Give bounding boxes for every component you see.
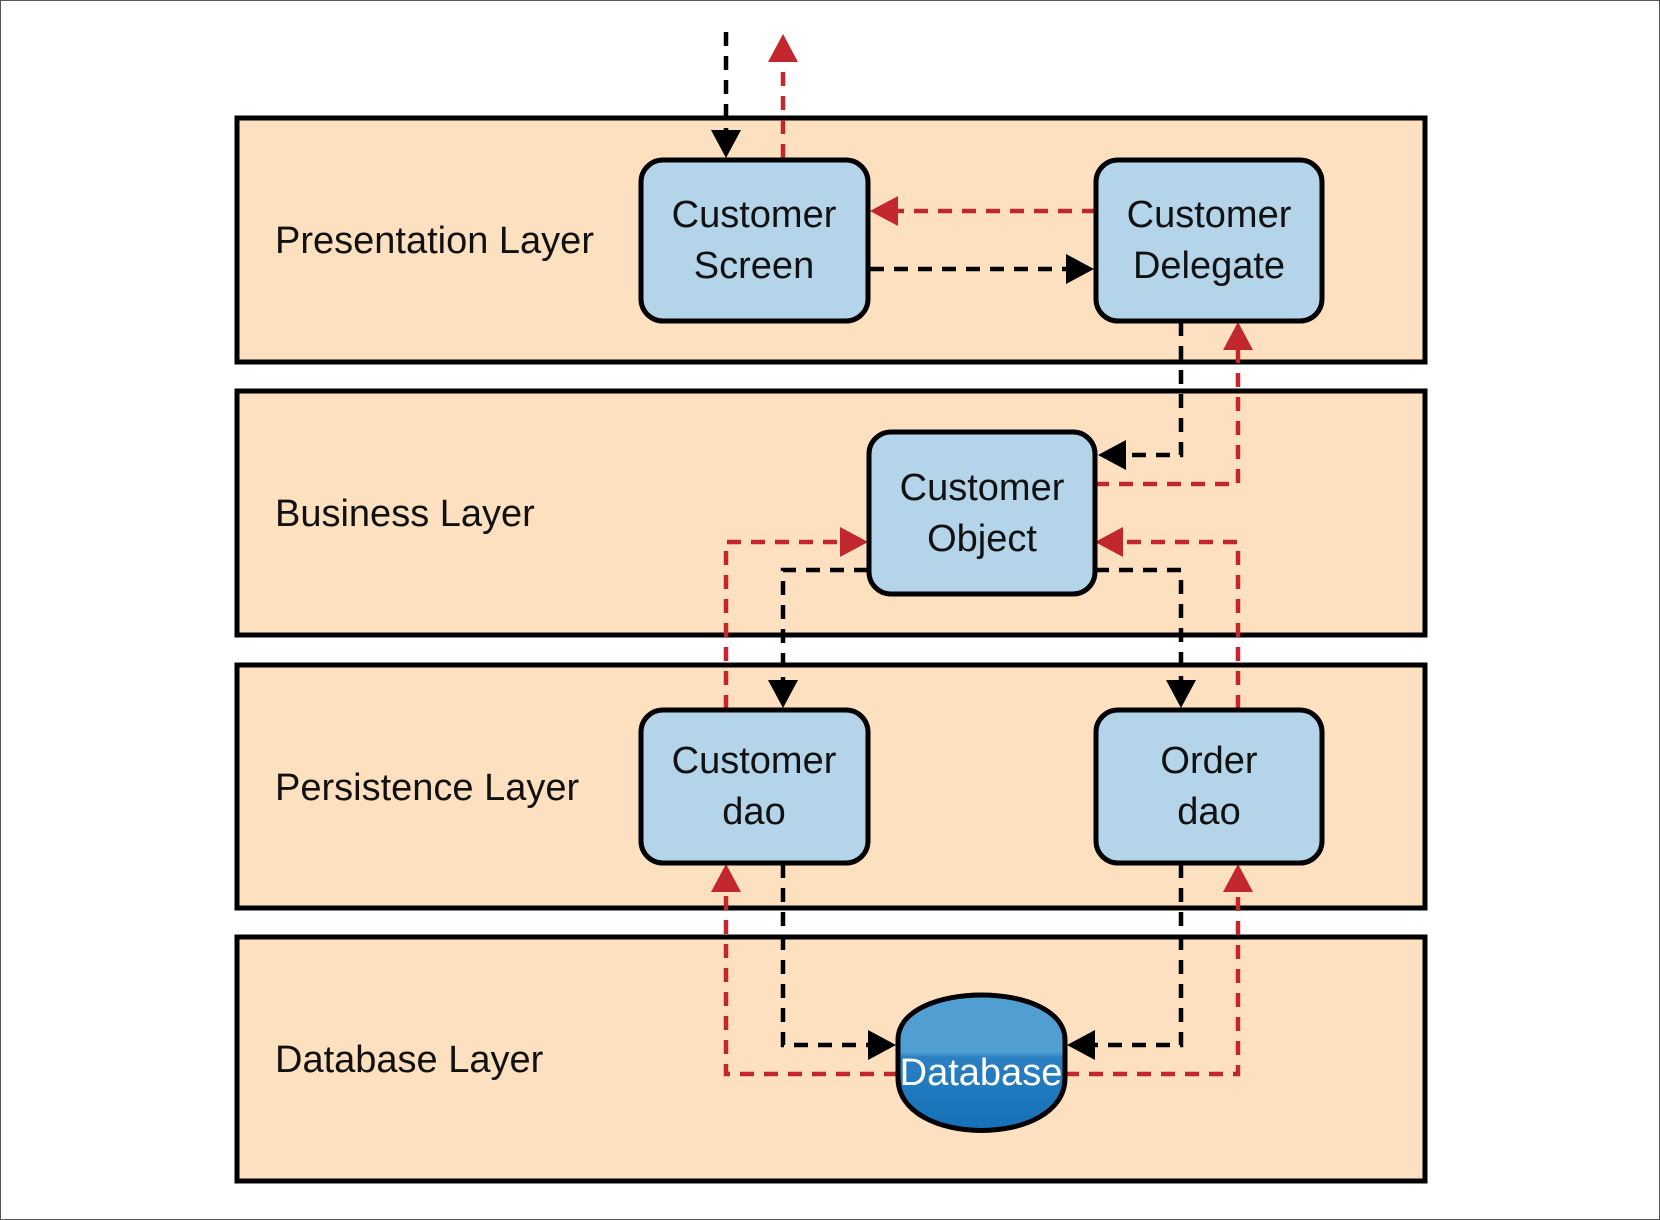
arrowhead-into-delegate [1066,254,1094,284]
response-arrowheads [711,34,1253,892]
layer-database: Database Layer [234,934,1428,1184]
arrowhead-into-delegate-response [1223,322,1253,350]
response-flows [723,62,1241,1077]
request-flows [723,32,1184,1048]
database-label: Database [900,1052,1063,1094]
component-customer-delegate: Customer Delegate [1093,157,1325,324]
arrowhead-into-database-left [868,1030,896,1060]
customer-dao-label-line1: Customer [672,740,837,782]
customer-dao-label-line2: dao [722,791,785,833]
arrowhead-into-screen-response [870,196,898,226]
order-dao-box [1093,707,1325,866]
request-arrowheads [711,130,1196,1060]
arrowhead-into-customer-dao-response [711,864,741,892]
arrowhead-into-database-right [1067,1030,1095,1060]
arrowhead-into-object [1098,440,1126,470]
response-arrow-database-to-order-dao [1065,892,1241,1077]
arrowhead-to-external [768,34,798,62]
layer-persistence-label: Persistence Layer [275,767,579,809]
customer-delegate-label-line1: Customer [1127,194,1292,236]
arrowhead-into-order-dao-response [1223,864,1253,892]
layer-database-label: Database Layer [275,1039,544,1081]
response-arrow-order-dao-to-object [1123,539,1241,709]
arrowhead-into-screen [711,130,741,158]
component-customer-dao: Customer dao [638,707,871,866]
customer-delegate-box [1093,157,1325,324]
arrowhead-into-object-right-response [1095,527,1123,557]
response-arrow-customer-dao-to-object [723,539,840,709]
customer-delegate-label-line2: Delegate [1133,245,1285,287]
customer-object-label-line2: Object [927,518,1037,560]
customer-screen-box [638,157,871,324]
arrowhead-into-customer-dao [768,680,798,708]
component-customer-screen: Customer Screen [638,157,871,324]
layer-business-band [234,388,1428,638]
component-order-dao: Order dao [1093,707,1325,866]
request-arrow-object-to-customer-dao [780,567,868,684]
arrowhead-into-order-dao [1166,680,1196,708]
arrowhead-into-object-left-response [840,527,868,557]
customer-screen-label-line2: Screen [694,245,814,287]
layer-business-label: Business Layer [275,493,535,535]
response-arrow-database-to-customer-dao [723,892,898,1077]
request-arrow-customer-dao-to-database [780,864,870,1048]
component-customer-object: Customer Object [866,429,1098,597]
customer-dao-box [638,707,871,866]
customer-object-label-line1: Customer [900,467,1065,509]
layer-presentation-label: Presentation Layer [275,220,594,262]
customer-screen-label-line1: Customer [672,194,837,236]
request-arrow-order-dao-to-database [1094,864,1184,1048]
component-database: Database [895,992,1068,1133]
layer-database-band [234,934,1428,1184]
customer-object-box [866,429,1098,597]
layer-business: Business Layer [234,388,1428,638]
order-dao-label-line1: Order [1160,740,1257,782]
order-dao-label-line2: dao [1177,791,1240,833]
database-cylinder-icon [895,992,1068,1133]
request-arrow-delegate-to-object [1124,322,1184,458]
request-arrow-object-to-order-dao [1095,567,1184,684]
